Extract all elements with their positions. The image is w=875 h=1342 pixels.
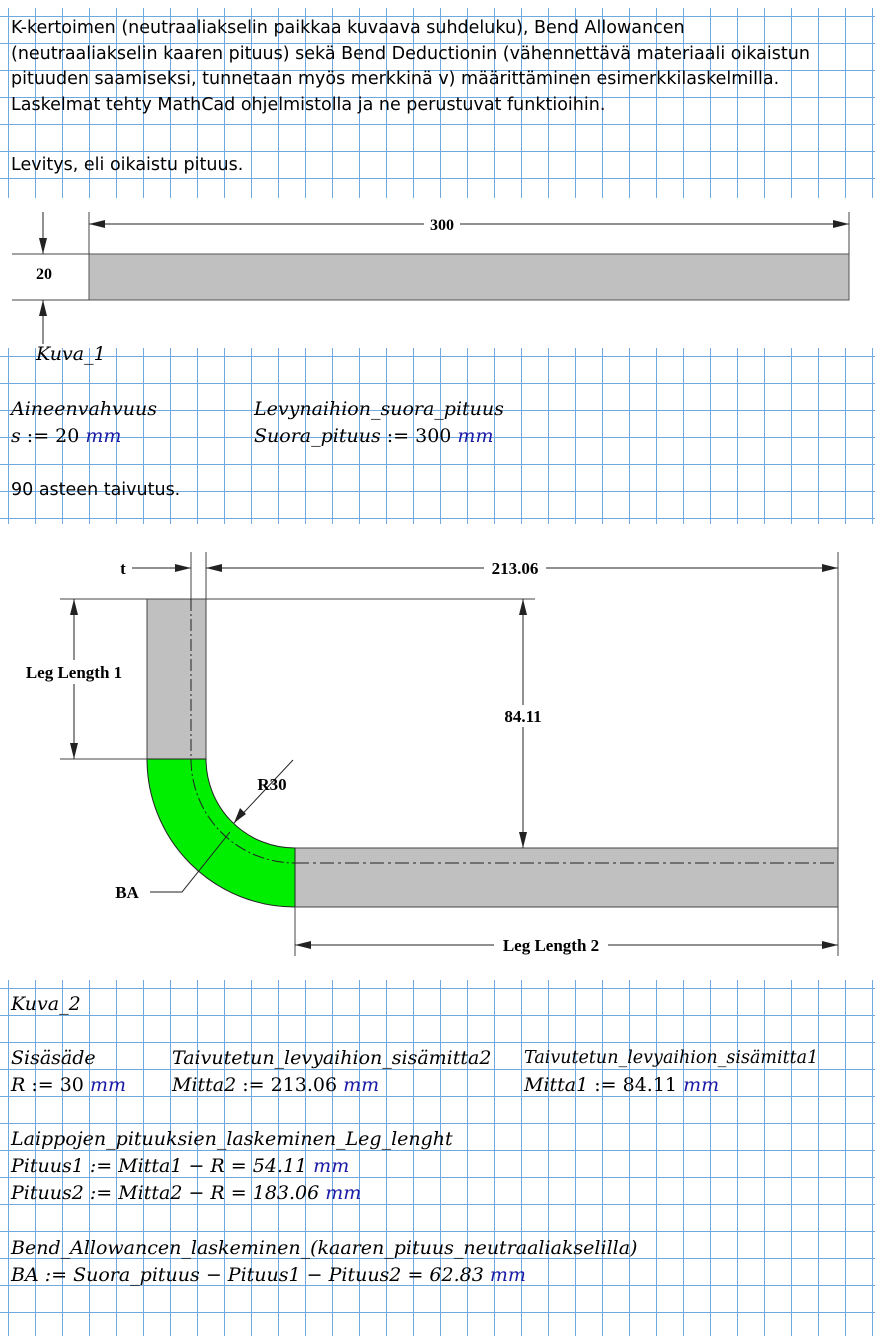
grid-region-top	[0, 8, 875, 198]
figure-1-caption: Kuva_1	[36, 343, 106, 365]
vertical-leg	[146, 598, 207, 760]
levitys-heading: Levitys, eli oikaistu pituus.	[11, 155, 244, 175]
bend-90-heading: 90 asteen taivutus.	[11, 480, 181, 500]
flat-plate	[88, 253, 850, 301]
ba-equation: BA := Suora_pituus − Pituus1 − Pituus2 =…	[11, 1264, 526, 1286]
length-name: Levynaihion_suora_pituus	[254, 398, 504, 420]
figure-2-bent-plate: t 213.06 Leg Length 1 84.11 R30 BA Leg L…	[18, 552, 839, 956]
leg-calc-heading: Laippojen_pituuksien_laskeminen_Leg_leng…	[11, 1128, 453, 1150]
ba-calc-heading: Bend_Allowancen_laskeminen_(kaaren_pituu…	[11, 1237, 638, 1259]
figure-1-flat-plate: 300 20	[12, 212, 850, 344]
bend-allowance-region	[146, 758, 296, 908]
thickness-definition: s := 20 mm	[11, 425, 122, 447]
leg-length-2-label: Leg Length 2	[503, 936, 599, 955]
t-dimension-label: t	[120, 559, 126, 578]
intro-line-2: (neutraaliakselin kaaren pituus) sekä Be…	[11, 44, 810, 64]
ba-label: BA	[115, 883, 139, 902]
length-dimension-label: 300	[430, 217, 454, 234]
mitta1-name: Taivutetun_levyaihion_sisämitta1	[524, 1048, 819, 1068]
length-definition: Suora_pituus := 300 mm	[254, 425, 494, 447]
radius-label: R30	[257, 775, 286, 794]
intro-line-4: Laskelmat tehty MathCad ohjelmistolla ja…	[11, 95, 606, 115]
leg-length-1-label: Leg Length 1	[26, 663, 122, 682]
height-dimension-label: 84.11	[504, 707, 541, 726]
figure-2-caption: Kuva_2	[11, 993, 81, 1015]
pituus2-equation: Pituus2 := Mitta2 − R = 183.06 mm	[11, 1182, 362, 1204]
intro-line-1: K-kertoimen (neutraaliakselin paikkaa ku…	[11, 18, 685, 38]
pituus1-equation: Pituus1 := Mitta1 − R = 54.11 mm	[11, 1155, 350, 1177]
grid-region-bottom	[0, 980, 875, 1336]
horizontal-leg	[294, 847, 839, 908]
mitta1-definition: Mitta1 := 84.11 mm	[524, 1074, 720, 1096]
thickness-name: Aineenvahvuus	[11, 398, 158, 420]
radius-name: Sisäsäde	[11, 1047, 96, 1069]
radius-definition: R := 30 mm	[11, 1074, 126, 1096]
grid-region-middle	[0, 348, 875, 524]
intro-line-3: pituuden saamiseksi, tunnetaan myös merk…	[11, 69, 780, 89]
thickness-dimension-label: 20	[36, 266, 52, 283]
width-dimension-label: 213.06	[492, 559, 539, 578]
mitta2-name: Taivutetun_levyaihion_sisämitta2	[172, 1047, 492, 1069]
mitta2-definition: Mitta2 := 213.06 mm	[172, 1074, 380, 1096]
